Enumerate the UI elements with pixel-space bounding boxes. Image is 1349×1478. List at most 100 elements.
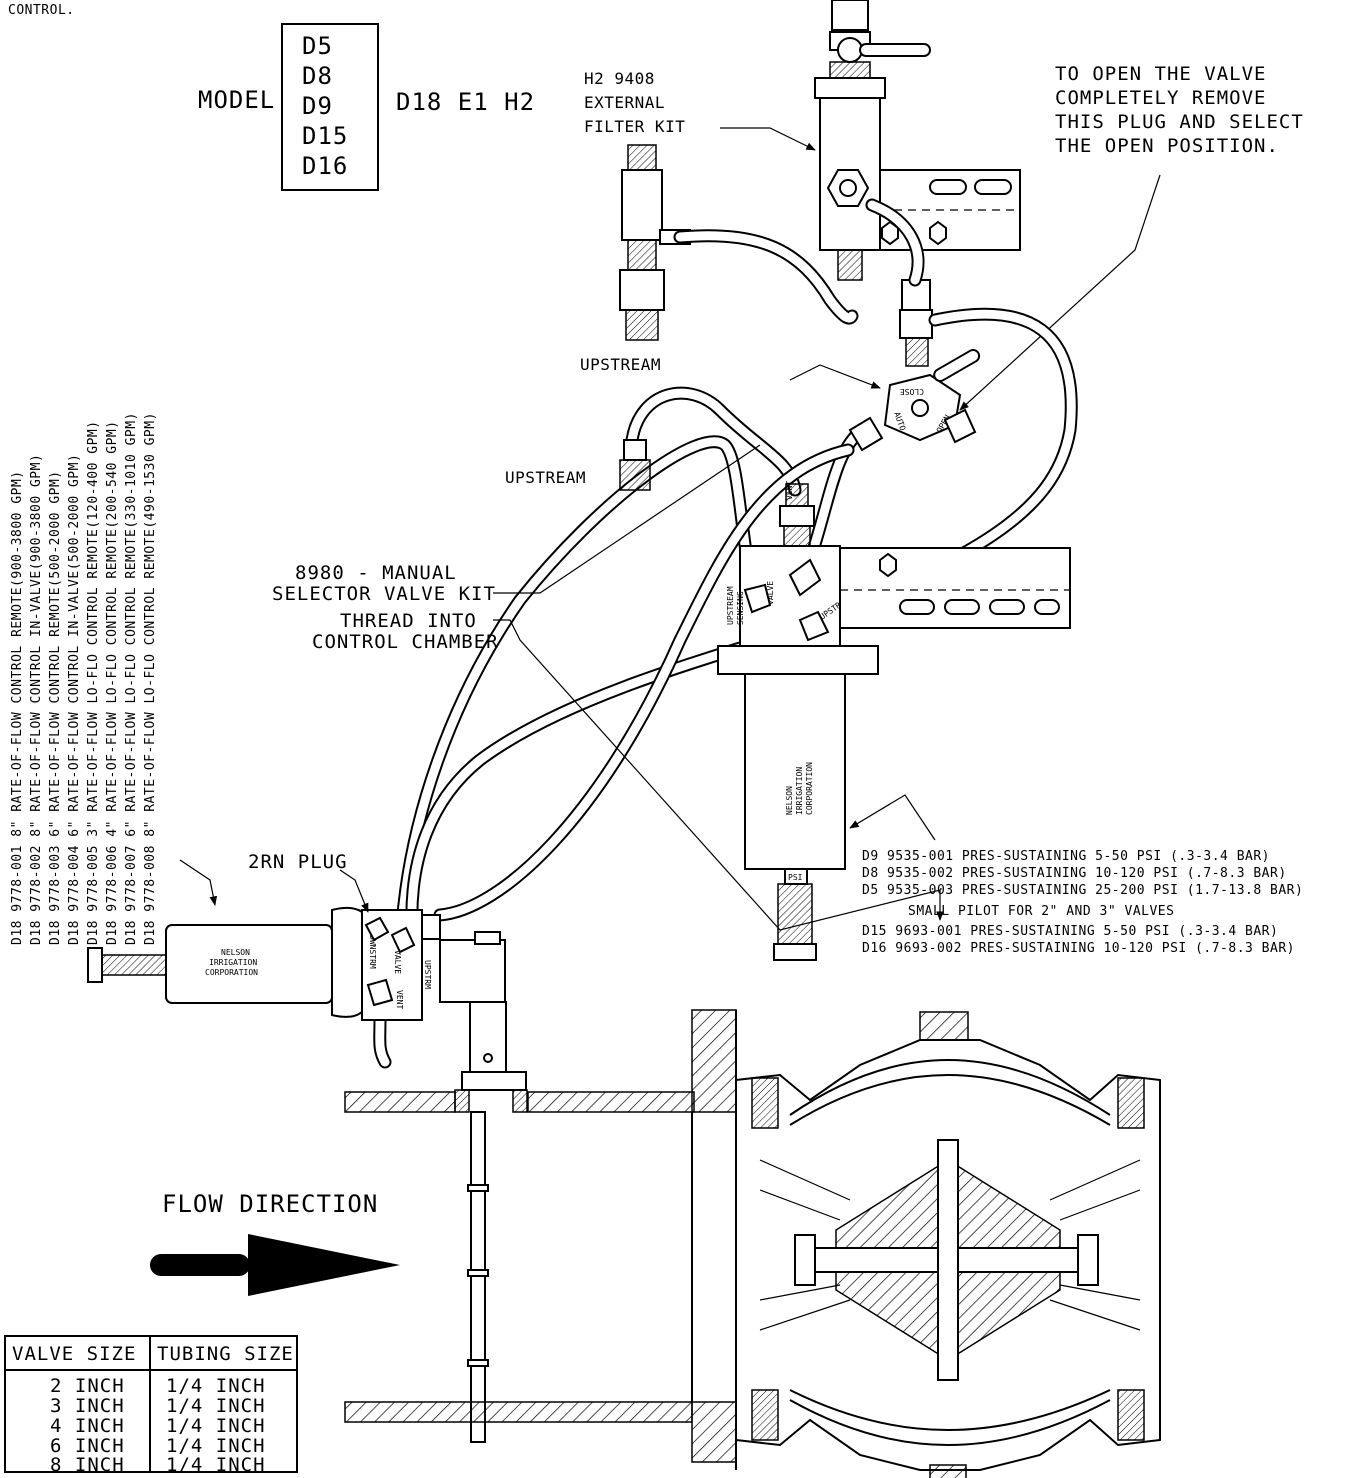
size-table-cell: 3 INCH (50, 1395, 125, 1417)
open-note-line: TO OPEN THE VALVE (1055, 63, 1266, 85)
selector-kit-line: SELECTOR VALVE KIT (272, 583, 496, 605)
bracket-slot (974, 179, 1012, 195)
diaphragm-top (789, 1058, 1111, 1116)
main-valve-body (735, 1011, 1161, 1478)
rof-adjust-knob (87, 947, 103, 983)
rate-of-flow-item: D18 9778-005 3" RATE-OF-FLOW LO-FLO CONT… (86, 420, 101, 945)
filter-thread (829, 61, 871, 79)
upstream-tee-top (627, 144, 657, 171)
rof-upstrm-label: UPSTRM (423, 960, 432, 989)
upstream-tee-nut (619, 269, 665, 311)
rof-adjust-screw (101, 954, 167, 976)
rate-of-flow-item: D18 9778-004 6" RATE-OF-FLOW CONTROL IN-… (67, 454, 82, 945)
filter-kit-leader (720, 127, 816, 151)
size-table-cell: 1/4 INCH (166, 1454, 266, 1476)
rate-of-flow-item: D18 9778-007 6" RATE-OF-FLOW LO-FLO CONT… (124, 412, 139, 945)
header-fragment: CONTROL. (8, 3, 75, 18)
pipe-wall-top (527, 1091, 695, 1113)
rate-of-flow-item: D18 9778-008 8" RATE-OF-FLOW LO-FLO CONT… (143, 412, 158, 945)
model-option: D9 (302, 92, 333, 120)
upstream-label-1: UPSTREAM (580, 355, 661, 374)
size-table-cell: 4 INCH (50, 1415, 125, 1437)
model-option: D16 (302, 152, 348, 180)
pilot-part-item: D9 9535-001 PRES-SUSTAINING 5-50 PSI (.3… (862, 849, 1270, 864)
thread-note-line: THREAD INTO (340, 610, 477, 632)
pilot-flange (717, 645, 879, 675)
size-table-cell: 1/4 INCH (166, 1375, 266, 1397)
filter-fitting-core (839, 179, 857, 197)
plug-leader (339, 869, 369, 913)
pilot-part-item: D8 9535-002 PRES-SUSTAINING 10-120 PSI (… (862, 866, 1287, 881)
valve-center-stem (937, 1139, 959, 1381)
pipe-flange-bottom (691, 1401, 737, 1463)
rof-nameplate-1: NELSON (221, 948, 250, 957)
pilot-part-item: SMALL PILOT FOR 2" AND 3" VALVES (908, 904, 1174, 919)
selector-port-left (848, 416, 884, 452)
manual-selector-valve: CLOSE AUTO OPEN (848, 348, 981, 452)
pilot-leader (849, 794, 936, 841)
flow-direction-label: FLOW DIRECTION (162, 1190, 378, 1218)
model-label: MODEL (198, 86, 275, 114)
filter-kit-line: H2 9408 (584, 69, 655, 88)
filter-collar (814, 77, 886, 99)
size-table-header: TUBING SIZE (157, 1343, 294, 1365)
rof-vent-label: VENT (395, 990, 404, 1009)
pilot-vent-label: VENT (785, 481, 794, 500)
external-filter-assembly (619, 0, 1021, 367)
pilot-nameplate-1: NELSON (785, 786, 794, 815)
bracket-bolt (929, 220, 947, 246)
pilot-sensing-label-2: SENSING (736, 591, 745, 625)
selector-kit-line: 8980 - MANUAL (295, 562, 457, 584)
filter-kit-label: H2 9408 EXTERNAL FILTER KIT (584, 69, 685, 136)
model-option: D8 (302, 62, 333, 90)
rate-of-flow-item: D18 9778-002 8" RATE-OF-FLOW CONTROL IN-… (29, 454, 44, 945)
rate-of-flow-item: D18 9778-006 4" RATE-OF-FLOW LO-FLO CONT… (105, 420, 120, 945)
model-block: MODEL D5 D8 D9 D15 D16 D18 E1 H2 (198, 23, 535, 191)
rate-of-flow-leader (179, 859, 218, 906)
pilot-psi-label: PSI (788, 873, 803, 882)
rof-dwnstrm-label: DWNSTRM (368, 935, 377, 969)
valve-ribs (759, 1159, 1141, 1331)
pilot-part-item: D5 9535-003 PRES-SUSTAINING 25-200 PSI (… (862, 883, 1303, 898)
selector-valve-knob (911, 399, 929, 417)
pilot-mount-bracket (839, 547, 1071, 629)
size-table-cell: 1/4 INCH (166, 1415, 266, 1437)
upstream-label-2: UPSTREAM (505, 468, 586, 487)
rof-cap (331, 906, 363, 1018)
selector-kit-label: 8980 - MANUAL SELECTOR VALVE KIT THREAD … (272, 562, 498, 653)
selector-leader (789, 364, 881, 389)
filter-drain (837, 249, 863, 281)
pipe-flange-top (691, 1009, 737, 1113)
model-options-box (281, 23, 379, 191)
size-table-cell: 6 INCH (50, 1435, 125, 1457)
size-table-header: VALVE SIZE (12, 1343, 136, 1365)
pipe-wall-bottom (344, 1401, 693, 1423)
pipe-wall-top (344, 1091, 456, 1113)
upstream-2-fitting (619, 439, 651, 491)
thread-note-leader (493, 619, 944, 931)
upstream-tee-thread (627, 239, 657, 271)
selector-valve-handle (933, 348, 981, 382)
filter-outlet-body (899, 309, 933, 339)
pilot-part-item: D16 9693-002 PRES-SUSTAINING 10-120 PSI … (862, 941, 1295, 956)
ball-valve-handle (859, 43, 931, 57)
size-table-cell: 1/4 INCH (166, 1395, 266, 1417)
selector-kit-leader (493, 444, 761, 594)
ball-valve-knob (837, 37, 863, 63)
filter-kit-line: EXTERNAL (584, 93, 665, 112)
bracket-slot (929, 179, 967, 195)
pilot-nameplate-2: IRRIGATION (795, 767, 804, 815)
upstream-tee-barb (625, 309, 659, 341)
filter-fitting (826, 169, 870, 207)
flow-direction-arrow (150, 1234, 400, 1296)
rof-nameplate-3: CORPORATION (205, 968, 258, 977)
rate-of-flow-item: D18 9778-003 6" RATE-OF-FLOW CONTROL REM… (48, 470, 63, 945)
filter-kit-line: FILTER KIT (584, 117, 685, 136)
rof-nameplate-2: IRRIGATION (209, 958, 257, 967)
filter-outlet-thread (905, 337, 929, 367)
size-table-cell: 2 INCH (50, 1375, 125, 1397)
size-table: VALVE SIZE TUBING SIZE 2 INCH 1/4 INCH 3… (4, 1335, 298, 1476)
model-suffix: D18 E1 H2 (396, 88, 535, 116)
upstream-tee (621, 169, 663, 241)
pilot-valve-port-label: VALVE (766, 581, 775, 605)
